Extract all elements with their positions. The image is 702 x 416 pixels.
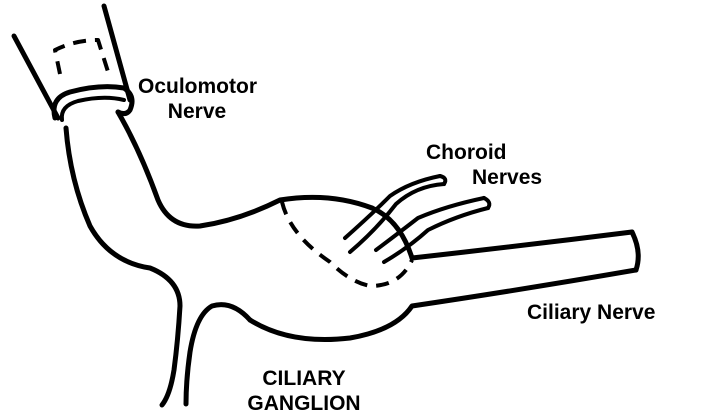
sheath-dashed-band xyxy=(55,40,110,78)
oculomotor-label-line1: Oculomotor xyxy=(138,74,256,99)
ciliary-nerve-end-cap xyxy=(632,232,638,270)
ciliary-nerve-label-text: Ciliary Nerve xyxy=(527,300,691,325)
ganglion-label-line1: CILIARY xyxy=(236,366,372,391)
ciliary-nerve-label: Ciliary Nerve xyxy=(527,300,691,325)
oculomotor-nerve-label: Oculomotor Nerve xyxy=(138,74,256,124)
choroid-fiber-2 xyxy=(350,184,444,252)
nerve-upper-contour xyxy=(118,112,372,226)
choroid-nerves-label: Choroid Nerves xyxy=(422,140,542,190)
ciliary-ganglion-label: CILIARY GANGLION xyxy=(236,366,372,416)
oculomotor-label-line2: Nerve xyxy=(138,99,256,124)
choroid-label-line1: Choroid xyxy=(422,140,542,165)
nerve-lower-contour xyxy=(66,128,180,405)
choroid-label-line2: Nerves xyxy=(422,165,542,190)
ganglion-label-line2: GANGLION xyxy=(236,391,372,416)
sheath-left-edge xyxy=(14,36,58,118)
ciliary-nerve-upper-edge xyxy=(412,232,632,258)
ganglion-dashed-outline xyxy=(282,202,412,286)
cuff-ring-inner xyxy=(62,98,124,120)
